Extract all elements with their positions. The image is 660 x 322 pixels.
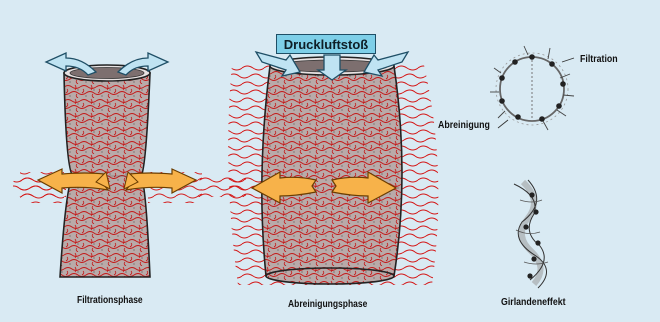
cleaning-label: Abreinigung xyxy=(438,120,490,131)
left-filter-bag xyxy=(13,65,246,277)
middle-filter-bag xyxy=(228,57,438,285)
garland-label: Girlandeneffekt xyxy=(501,297,566,308)
left-phase-label: Filtrationsphase xyxy=(77,295,143,306)
cross-section-schematic xyxy=(490,46,574,130)
garland-schematic xyxy=(514,180,548,288)
middle-phase-label: Abreinigungsphase xyxy=(288,299,367,310)
filtration-label: Filtration xyxy=(580,54,618,65)
burst-label: Druckluftstoß xyxy=(276,34,376,54)
